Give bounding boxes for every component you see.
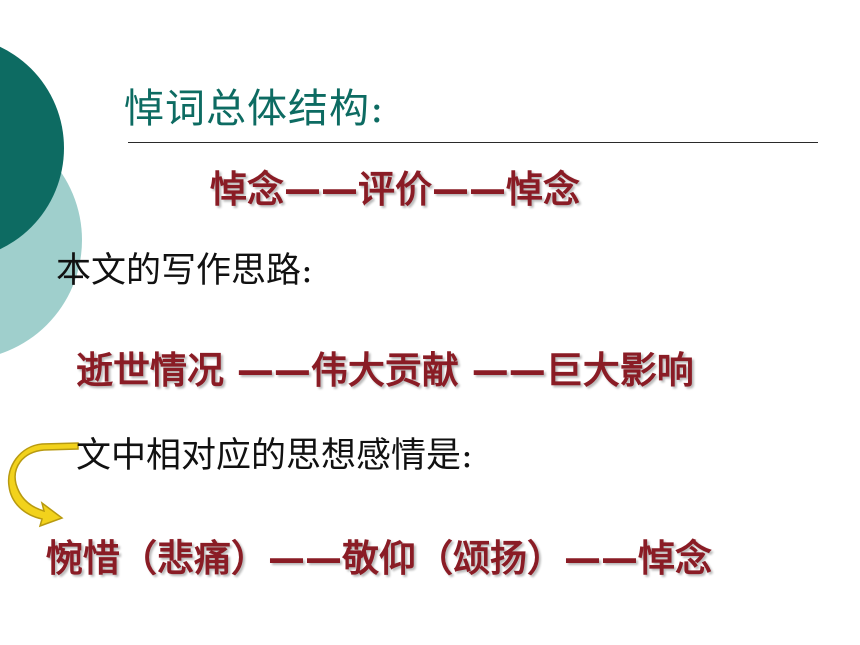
dark-teal-circle [0, 46, 64, 250]
structure-flow: 悼念——评价——悼念 [210, 168, 580, 211]
idea-flow: 逝世情况 ——伟大贡献 ——巨大影响 [76, 349, 694, 392]
curved-arrow-icon [7, 442, 79, 528]
light-teal-circle [0, 126, 82, 354]
feeling-label: 文中相对应的思想感情是: [76, 436, 473, 476]
section-label: 本文的写作思路: [56, 251, 313, 291]
feeling-flow: 惋惜（悲痛）——敬仰（颂扬）——悼念 [46, 537, 712, 580]
slide-title: 悼词总体结构: [124, 86, 385, 132]
title-underline [128, 142, 818, 143]
